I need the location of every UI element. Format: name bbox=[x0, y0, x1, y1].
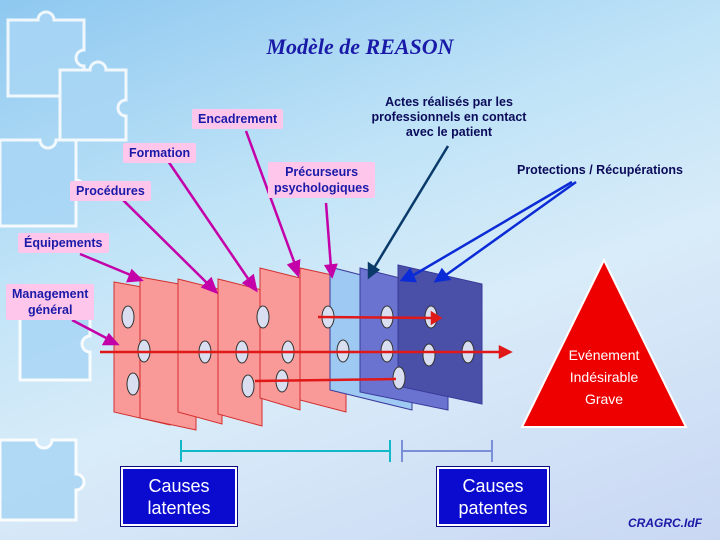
label-procedures: Procédures bbox=[70, 181, 151, 201]
event-line1: Evénement bbox=[568, 347, 640, 363]
patent-bracket bbox=[401, 440, 493, 462]
layer-protections bbox=[397, 264, 483, 405]
label-encadrement: Encadrement bbox=[192, 109, 284, 129]
label-precurseurs-line2: psychologiques bbox=[274, 181, 370, 195]
causes-latentes-box: Causes latentes bbox=[120, 466, 238, 527]
label-management: Management général bbox=[6, 284, 95, 320]
latent-arrows bbox=[71, 130, 338, 346]
causes-latentes-line2: latentes bbox=[147, 497, 211, 518]
label-equipements: Équipements bbox=[18, 233, 109, 253]
event-line3: Grave bbox=[584, 391, 624, 407]
label-actes-line2: professionnels en contact bbox=[371, 110, 527, 124]
event-line2: Indésirable bbox=[569, 369, 639, 385]
causes-patentes-line1: Causes bbox=[462, 475, 524, 496]
causes-patentes-line2: patentes bbox=[458, 497, 528, 518]
latent-bracket bbox=[180, 440, 391, 462]
label-precurseurs-line1: Précurseurs bbox=[285, 165, 359, 179]
label-management-line2: général bbox=[27, 303, 73, 317]
event-triangle bbox=[520, 257, 688, 428]
page-title: Modèle de REASON bbox=[266, 34, 454, 59]
event-label: Evénement Indésirable Grave bbox=[544, 344, 664, 410]
label-actes-line1: Actes réalisés par les bbox=[385, 95, 513, 109]
accident-trajectories bbox=[100, 310, 513, 383]
puzzle-decoration bbox=[0, 10, 128, 522]
credit: CRAGRC.IdF bbox=[628, 516, 702, 530]
protections-arrows bbox=[399, 180, 577, 283]
label-management-line1: Management bbox=[12, 287, 89, 301]
label-actes-line3: avec le patient bbox=[405, 125, 493, 139]
actes-arrow bbox=[367, 145, 450, 280]
label-precurseurs: Précurseurs psychologiques bbox=[268, 162, 376, 198]
label-protections: Protections / Récupérations bbox=[516, 163, 683, 177]
label-actes: Actes réalisés par les professionnels en… bbox=[356, 95, 542, 140]
patent-layers bbox=[329, 264, 483, 411]
causes-patentes-box: Causes patentes bbox=[436, 466, 550, 527]
layer-encadrement bbox=[259, 267, 301, 411]
causes-latentes-line1: Causes bbox=[148, 475, 210, 496]
label-formation: Formation bbox=[123, 143, 197, 163]
